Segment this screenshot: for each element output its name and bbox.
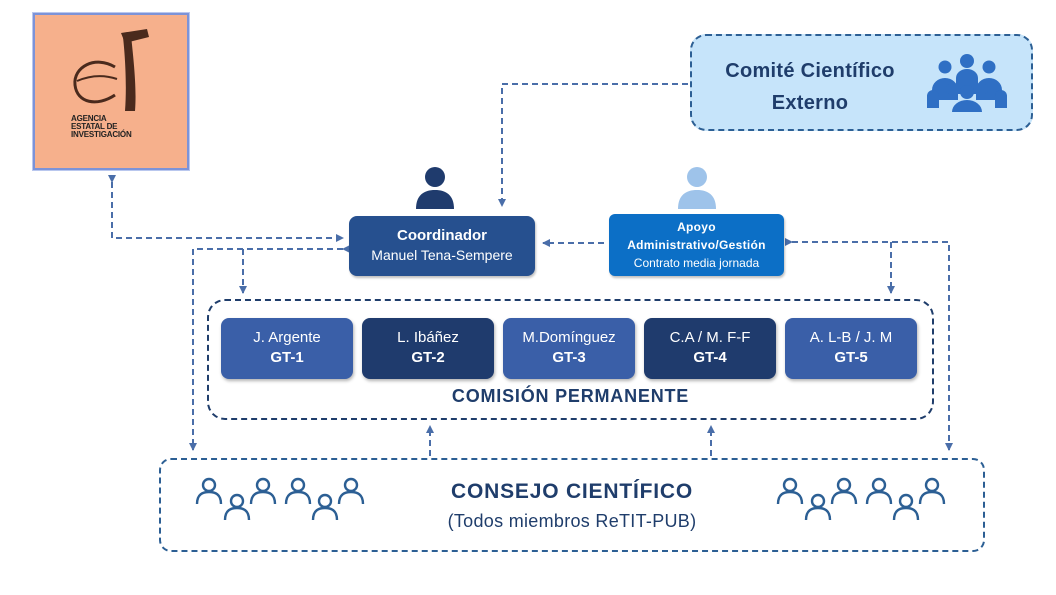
working-group-box: M.Domínguez GT-3 bbox=[503, 318, 635, 379]
working-group-lead: M.Domínguez bbox=[522, 329, 616, 346]
arrow-support-council bbox=[785, 238, 953, 451]
working-group-lead: L. Ibáñez bbox=[397, 329, 459, 346]
external-committee-line-2: Externo bbox=[771, 92, 849, 114]
agency-logo: AGENCIA ESTATAL DE INVESTIGACIÓN bbox=[33, 13, 189, 170]
agency-logo-mark-icon bbox=[73, 29, 149, 111]
support-person-icon bbox=[678, 167, 716, 209]
working-group-box: A. L-B / J. M GT-5 bbox=[785, 318, 917, 379]
arrow-logo-coordinator bbox=[108, 175, 344, 242]
support-line-1: Apoyo bbox=[677, 220, 716, 234]
working-group-id: GT-2 bbox=[411, 349, 445, 366]
working-group-box: C.A / M. F-F GT-4 bbox=[644, 318, 776, 379]
support-box: Apoyo Administrativo/Gestión Contrato me… bbox=[609, 214, 784, 276]
meeting-group-icon bbox=[927, 54, 1007, 112]
arrow-comite-coordinator bbox=[498, 83, 688, 207]
logo-line-3: INVESTIGACIÓN bbox=[71, 130, 132, 139]
coordinator-name: Manuel Tena-Sempere bbox=[371, 247, 513, 263]
working-group-lead: A. L-B / J. M bbox=[809, 329, 893, 346]
scientific-council-subtitle: (Todos miembros ReTIT-PUB) bbox=[447, 511, 697, 531]
people-network-icon bbox=[776, 477, 946, 522]
support-line-2: Administrativo/Gestión bbox=[627, 238, 766, 252]
working-group-lead: C.A / M. F-F bbox=[669, 329, 751, 346]
working-group-id: GT-4 bbox=[693, 349, 727, 366]
scientific-council-box bbox=[159, 458, 985, 552]
working-group-box: L. Ibáñez GT-2 bbox=[362, 318, 494, 379]
working-group-id: GT-1 bbox=[270, 349, 304, 366]
coordinator-title: Coordinador bbox=[397, 227, 487, 244]
agency-logo-text: AGENCIA ESTATAL DE INVESTIGACIÓN bbox=[71, 115, 132, 139]
working-group-lead: J. Argente bbox=[253, 329, 321, 346]
logo-line-1: AGENCIA bbox=[71, 114, 107, 123]
coordinator-box: Coordinador Manuel Tena-Sempere bbox=[349, 216, 535, 276]
support-line-3: Contrato media jornada bbox=[633, 256, 760, 270]
logo-line-2: ESTATAL DE bbox=[71, 122, 118, 131]
external-committee-box: Comité Científico Externo bbox=[690, 34, 1033, 131]
working-group-id: GT-3 bbox=[552, 349, 586, 366]
working-group-box: J. Argente GT-1 bbox=[221, 318, 353, 379]
working-group-id: GT-5 bbox=[834, 349, 868, 366]
external-committee-line-1: Comité Científico bbox=[725, 60, 895, 82]
scientific-council-title: CONSEJO CIENTÍFICO bbox=[451, 480, 693, 503]
external-committee-title: Comité Científico Externo bbox=[712, 55, 908, 119]
arrow-coordinator-council bbox=[189, 245, 350, 451]
permanent-commission-label: COMISIÓN PERMANENTE bbox=[451, 386, 690, 406]
coordinator-person-icon bbox=[416, 167, 454, 209]
people-network-icon bbox=[195, 477, 365, 522]
